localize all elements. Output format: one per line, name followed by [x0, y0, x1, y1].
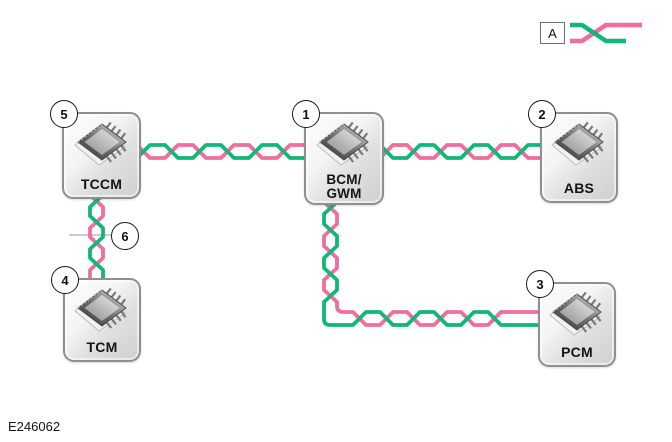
module-label-text: BCM/	[326, 172, 362, 187]
module-label-text: TCCM	[80, 176, 123, 192]
twisted-pair-bcm-pcm-pink-wire	[322, 200, 541, 327]
badge-number: 6	[121, 228, 129, 244]
chip-icon	[73, 121, 127, 166]
twisted-pair-bcm-abs-green-wire	[378, 143, 557, 160]
legend-key-box: A	[540, 22, 565, 44]
twisted-pair-bcm-pcm-green-wire	[322, 200, 541, 327]
chip-icon	[74, 287, 127, 332]
twisted-pair-legend-icon	[570, 22, 642, 44]
module-label-text: ABS	[563, 180, 595, 196]
twisted-pair-tccm-tcm-green-wire	[88, 193, 105, 280]
module-label-text: GWM	[326, 186, 362, 201]
legend: A	[540, 16, 644, 50]
callout-badge-5: 5	[50, 100, 78, 128]
module-label: BCM/ GWM	[306, 173, 382, 201]
figure-code: E246062	[8, 419, 61, 434]
module-node-abs: 2 ABS	[528, 100, 618, 203]
badge-number: 3	[536, 276, 544, 292]
callout-badge-1: 1	[292, 100, 320, 128]
module-label-text: PCM	[561, 344, 593, 360]
badge-number: 2	[538, 106, 546, 122]
module-node-tcm: 4 TCM	[51, 266, 141, 362]
badge-number: 1	[302, 106, 310, 122]
module-node-tccm: 5 TCCM	[50, 100, 141, 199]
badge-number: 4	[61, 272, 69, 288]
callout-badge-4: 4	[51, 266, 79, 294]
chip-icon	[549, 291, 602, 336]
callout-badge-3: 3	[526, 270, 554, 298]
module-label: PCM	[540, 345, 614, 360]
legend-key-label: A	[548, 25, 557, 41]
module-label: ABS	[542, 181, 616, 196]
chip-icon	[551, 121, 604, 166]
module-node-pcm: 3 PCM	[526, 270, 616, 367]
module-label-text: TCM	[86, 339, 118, 355]
chip-icon	[316, 121, 369, 166]
badge-number: 5	[60, 106, 68, 122]
module-label: TCCM	[64, 177, 139, 192]
callout-badge-6: 6	[111, 222, 139, 250]
module-node-bcm-gwm: 1 BCM/ GWM	[292, 100, 384, 205]
callout-badge-2: 2	[528, 100, 556, 128]
module-label: TCM	[65, 340, 139, 355]
legend-green-wire	[570, 22, 626, 44]
